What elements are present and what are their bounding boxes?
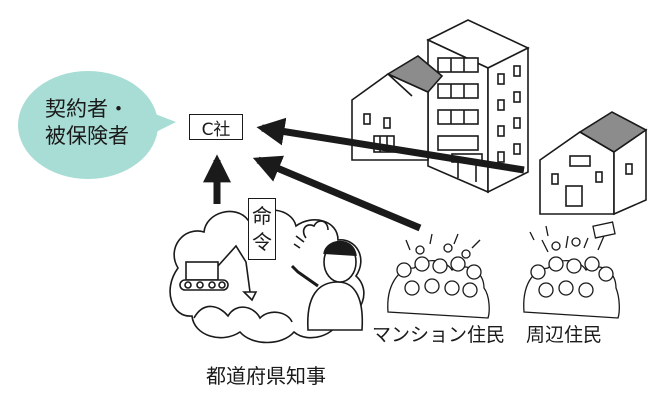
policyholder-bubble bbox=[18, 71, 176, 179]
neighbor-residents-crowd-icon bbox=[523, 221, 620, 319]
governor-person-icon bbox=[290, 220, 364, 331]
order-label-line2: 令 bbox=[252, 230, 272, 254]
arrow-mansion-to-company bbox=[256, 117, 525, 174]
policyholder-label-line2: 被保険者 bbox=[45, 124, 129, 148]
neighbor-residents-label: 周辺住民 bbox=[526, 324, 603, 346]
policyholder-label-line1: 契約者・ bbox=[45, 97, 129, 121]
right-house-icon bbox=[539, 111, 648, 216]
left-house-icon bbox=[351, 55, 444, 161]
order-label-line1: 命 bbox=[252, 204, 272, 228]
policyholder-label: 契約者・ 被保険者 bbox=[24, 96, 150, 150]
order-box: 命 令 bbox=[248, 198, 276, 260]
mansion-building-icon bbox=[426, 19, 530, 194]
arrows bbox=[203, 117, 525, 232]
governor-label: 都道府県知事 bbox=[206, 364, 326, 388]
arrow-residents-to-company bbox=[252, 155, 422, 232]
mansion-residents-crowd-icon bbox=[387, 233, 490, 319]
company-c-box: C社 bbox=[189, 114, 243, 140]
mansion-residents-label: マンション住民 bbox=[372, 324, 506, 346]
excavator-icon bbox=[185, 261, 219, 281]
